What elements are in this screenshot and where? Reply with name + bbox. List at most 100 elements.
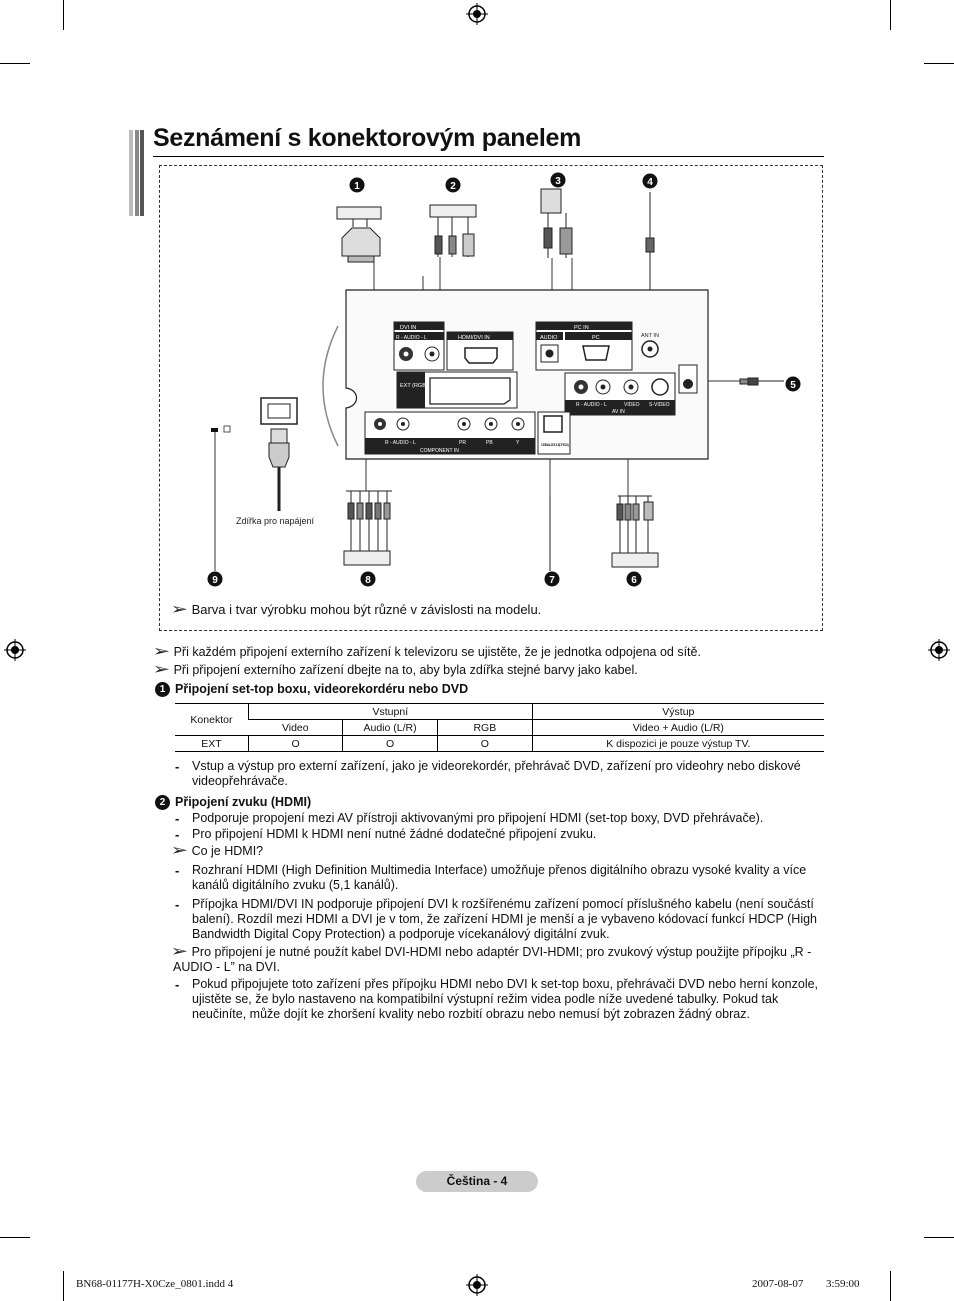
scart-spec-table: Konektor Vstupní Výstup Video Audio (L/R… (175, 703, 824, 752)
section-2-bullet: Rozhraní HDMI (High Definition Multimedi… (192, 863, 807, 892)
svg-text:6: 6 (631, 575, 637, 586)
svg-text:AV IN: AV IN (612, 409, 625, 415)
svg-text:EXT (RGB): EXT (RGB) (400, 383, 428, 389)
crop-mark (63, 1271, 64, 1301)
note-arrow-icon: ➢ (152, 643, 171, 660)
headphone-plug-icon (739, 377, 784, 386)
crop-mark (890, 1271, 891, 1301)
power-socket-label: Zdířka pro napájení (236, 516, 315, 526)
svg-text:R - AUDIO - L: R - AUDIO - L (385, 440, 416, 446)
callout-6: 6 (626, 571, 642, 587)
crop-mark (890, 0, 891, 30)
table-header-video: Video (248, 719, 343, 736)
table-cell: O (342, 735, 438, 752)
component-cable-icon (343, 490, 392, 566)
bullet-dash: - (175, 759, 180, 774)
svg-text:ANT IN: ANT IN (641, 333, 659, 339)
note-hdmi-text: Co je HDMI? (191, 844, 264, 858)
callout-5: 5 (785, 376, 801, 392)
callout-2: 2 (445, 177, 461, 193)
svg-text:R - AUDIO - L: R - AUDIO - L (396, 335, 427, 341)
svg-text:PR: PR (459, 440, 466, 446)
bullet-dash: - (175, 977, 180, 992)
tv-back-panel: DVI IN R - AUDIO - L HDMI/DVI IN PC IN A… (322, 289, 709, 460)
crop-mark (924, 63, 954, 64)
slug-filename: BN68-01177H-X0Cze_0801.indd 4 (76, 1278, 234, 1290)
svg-text:PC: PC (592, 335, 600, 341)
svg-text:HDMI/DVI IN: HDMI/DVI IN (458, 335, 490, 341)
svg-text:7: 7 (549, 575, 555, 586)
diagram-note: ➢Barva i tvar výrobku mohou být různé v … (170, 600, 542, 618)
power-socket-icon (260, 397, 298, 511)
section-1-number: 1 (155, 682, 170, 697)
note-arrow-icon: ➢ (170, 842, 189, 859)
bullet-dash: - (175, 811, 180, 826)
crop-mark (0, 63, 30, 64)
table-header-vstupni: Vstupní (247, 703, 533, 720)
note-arrow-icon: ➢ (170, 601, 189, 618)
callout-1: 1 (349, 177, 365, 193)
crop-mark (924, 1237, 954, 1238)
section-1-bullet: Vstup a výstup pro externí zařízení, jak… (192, 759, 801, 788)
connector-panel-illustration: 1 2 3 4 5 6 7 8 9 (207, 172, 801, 587)
table-header-vystup: Výstup (531, 703, 824, 720)
table-cell: O (247, 735, 343, 752)
callout-7: 7 (544, 571, 560, 587)
svg-text:COMPONENT IN: COMPONENT IN (420, 448, 459, 454)
svg-text:9: 9 (212, 575, 218, 586)
page-title: Seznámení s konektorovým panelem (153, 124, 582, 152)
registration-mark-icon (4, 639, 26, 661)
note-dvi: ➢Pro připojení je nutné použít kabel DVI… (170, 943, 823, 975)
table-row: EXT O O O K dispozici je pouze výstup TV… (175, 735, 824, 752)
table-header-konektor: Konektor (175, 703, 249, 736)
section-2-bullet: Přípojka HDMI/DVI IN podporuje připojení… (192, 897, 817, 941)
note-arrow-icon: ➢ (152, 661, 171, 678)
table-header-video-audio: Video + Audio (L/R) (531, 719, 824, 736)
registration-mark-icon (466, 3, 488, 25)
page-number: Čeština - 4 (416, 1171, 538, 1192)
bullet-dash: - (175, 863, 180, 878)
callout-9: 9 (207, 571, 223, 587)
svg-text:AUDIO: AUDIO (540, 335, 558, 341)
registration-mark-icon (466, 1274, 488, 1296)
kensington-lock-icon (211, 425, 231, 571)
section-2-heading: Připojení zvuku (HDMI) (175, 795, 312, 809)
crop-mark (0, 1237, 30, 1238)
callout-4: 4 (642, 173, 658, 189)
callout-3: 3 (550, 172, 566, 188)
section-1-heading: Připojení set-top boxu, videorekordéru n… (175, 682, 469, 696)
table-cell: O (436, 735, 533, 752)
svg-text:8: 8 (365, 575, 371, 586)
crop-mark (63, 0, 64, 30)
registration-mark-icon (928, 639, 950, 661)
scart-cable-icon (336, 206, 382, 263)
svg-text:VIDEO: VIDEO (624, 402, 640, 408)
note-arrow-icon: ➢ (170, 943, 189, 960)
svg-text:R - AUDIO - L: R - AUDIO - L (576, 402, 607, 408)
svg-text:4: 4 (647, 177, 653, 188)
pc-vga-cable-icon (540, 188, 573, 258)
svg-text:DVI IN: DVI IN (400, 325, 416, 331)
connector-diagram: 1 2 3 4 5 6 7 8 9 (159, 165, 823, 631)
note-dvi-text: Pro připojení je nutné použít kabel DVI-… (173, 945, 812, 974)
svg-text:1: 1 (354, 181, 360, 192)
bullet-dash: - (175, 897, 180, 912)
svg-text:3: 3 (555, 176, 561, 187)
table-header-rgb: RGB (436, 719, 533, 736)
av-cable-icon (611, 495, 659, 568)
svg-text:PC IN: PC IN (574, 325, 589, 331)
note-hdmi: ➢Co je HDMI? (170, 842, 264, 859)
section-2-number: 2 (155, 795, 170, 810)
callout-8: 8 (360, 571, 376, 587)
hdmi-audio-cable-icon (429, 204, 477, 257)
table-cell: K dispozici je pouze výstup TV. (531, 735, 824, 752)
svg-text:5: 5 (790, 380, 796, 391)
diagram-note-text: Barva i tvar výrobku mohou být různé v z… (191, 602, 542, 617)
table-cell: EXT (175, 735, 249, 752)
note-2-text: Při připojení externího zařízení dbejte … (173, 663, 638, 677)
note-1-text: Při každém připojení externího zařízení … (173, 645, 701, 659)
svg-text:PB: PB (486, 440, 493, 446)
title-rule (153, 156, 824, 157)
note-2: ➢Při připojení externího zařízení dbejte… (152, 661, 638, 678)
svg-text:2: 2 (450, 181, 456, 192)
